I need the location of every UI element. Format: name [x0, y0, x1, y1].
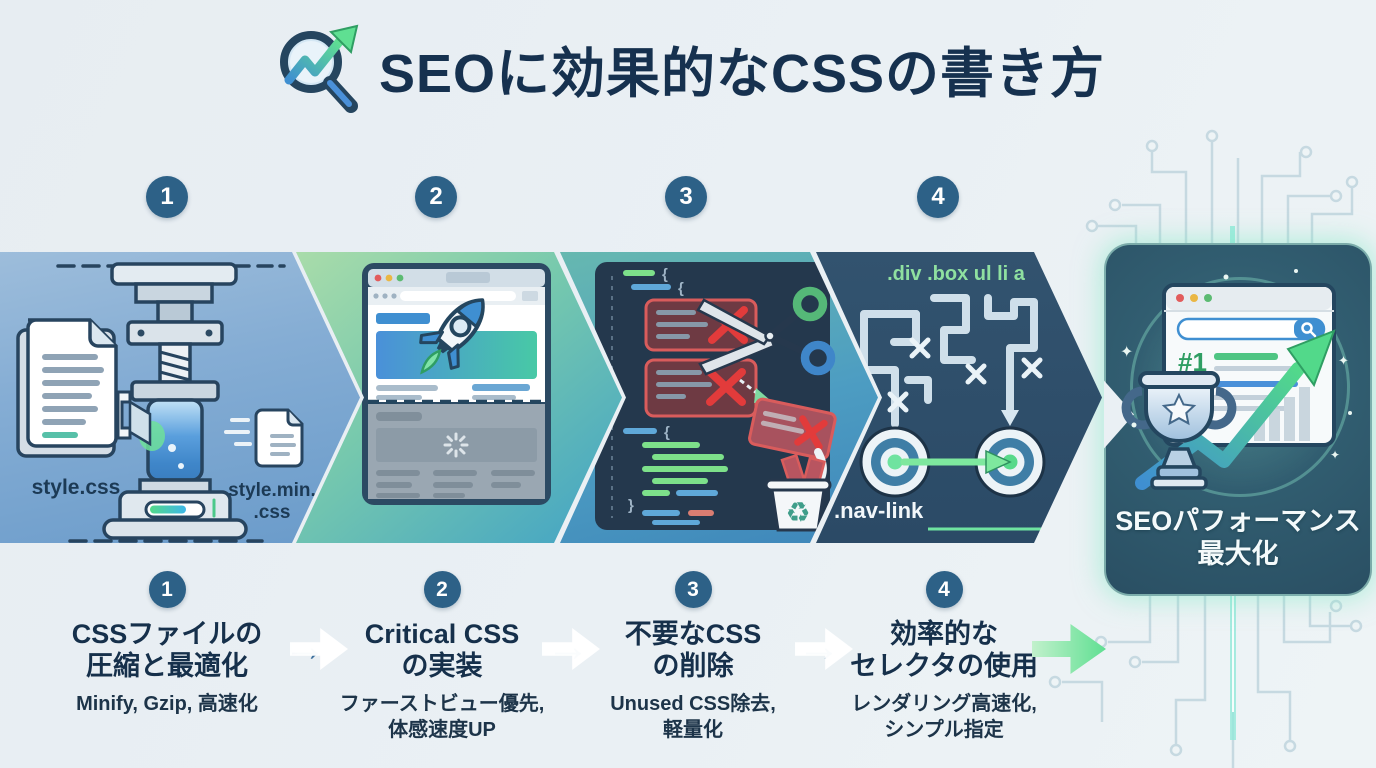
- step-3-number-bottom: 3: [674, 571, 712, 608]
- efficient-selector-label: .nav-link: [834, 498, 924, 523]
- trophy-icon: [1121, 371, 1237, 490]
- svg-text:✦: ✦: [1338, 353, 1349, 368]
- brace-glyph: {: [662, 266, 668, 283]
- flow-panel-minify: style.css style.min. .css: [0, 252, 360, 543]
- circuit-pattern-top-right: [1085, 129, 1359, 252]
- brace-glyph: {: [664, 424, 670, 441]
- bar-chart-bars: [1254, 387, 1310, 441]
- loading-spinner-icon: [443, 432, 469, 458]
- process-flow-band: style.css style.min. .css: [0, 252, 1376, 674]
- rocket-icon: [419, 298, 485, 375]
- step-4-title: 効率的なセレクタの使用: [850, 619, 1038, 682]
- step-1-number-bottom: 1: [148, 571, 186, 608]
- page-title: SEOに効果的なCSSの書き方: [378, 43, 1106, 104]
- step-4-number-top: 4: [917, 176, 959, 218]
- press-machine-illustration: [56, 262, 286, 543]
- final-label-line2: 最大化: [1197, 539, 1279, 570]
- svg-text:✦: ✦: [1120, 344, 1133, 361]
- minified-file-document: style.min. .css: [224, 408, 316, 523]
- sparkles: ✦ ✦ ✦: [1120, 269, 1352, 462]
- output-filename-line1: style.min.: [228, 480, 316, 501]
- used-css-lines: [642, 442, 728, 496]
- step-4-desc: レンダリング高速化,シンプル指定: [851, 692, 1037, 741]
- scissors-icon: [696, 286, 836, 376]
- magnifier-growth-icon: [279, 24, 359, 113]
- css-file-document: style.css: [16, 318, 152, 499]
- header: SEOに効果的なCSSの書き方: [0, 22, 1376, 114]
- maze-dead-ends: [887, 337, 1043, 413]
- inefficient-selector-label: .div .box ul li a: [887, 263, 1026, 285]
- step-2-number-bottom: 2: [423, 571, 461, 608]
- step-1-title: CSSファイルの圧縮と最適化: [71, 619, 263, 682]
- step-3-number-top: 3: [665, 176, 707, 218]
- flow-panel-unused-css: { { {: [560, 252, 878, 543]
- brace-glyph: }: [628, 497, 634, 514]
- unused-css-block: [644, 358, 758, 418]
- recycle-icon: ♻: [785, 497, 810, 528]
- step-1-desc: Minify, Gzip, 高速化: [76, 692, 258, 715]
- browser-window-illustration: [362, 263, 551, 505]
- final-label-line1: SEOパフォーマンス: [1115, 505, 1361, 536]
- brace-glyph: {: [678, 280, 684, 297]
- selector-maze-illustration: [860, 294, 1038, 428]
- code-editor-illustration: { { {: [595, 262, 830, 530]
- flow-final-card: #1: [1104, 243, 1372, 596]
- svg-text:✦: ✦: [1330, 448, 1340, 462]
- input-filename-label: style.css: [32, 476, 121, 499]
- trash-bin-icon: ♻: [764, 453, 832, 532]
- step-4-number-bottom: 4: [925, 571, 963, 608]
- step-2-desc: ファーストビュー優先,体感速度UP: [339, 692, 545, 741]
- circuit-pattern-bottom-right: [1048, 592, 1363, 768]
- step-1-number-top: 1: [146, 176, 188, 218]
- bottom-step-4: 4 効率的なセレクタの使用 レンダリング高速化,シンプル指定: [813, 571, 1075, 743]
- cut-css-snippet: [748, 397, 837, 461]
- final-label: SEOパフォーマンス 最大化: [1106, 505, 1370, 573]
- output-filename-line2: .css: [254, 502, 291, 523]
- step-2-number-top: 2: [415, 176, 457, 218]
- bottom-step-1: 1 CSSファイルの圧縮と最適化 Minify, Gzip, 高速化: [36, 571, 298, 717]
- target-left: [859, 426, 931, 498]
- step-3-desc: Unused CSS除去,軽量化: [610, 692, 776, 741]
